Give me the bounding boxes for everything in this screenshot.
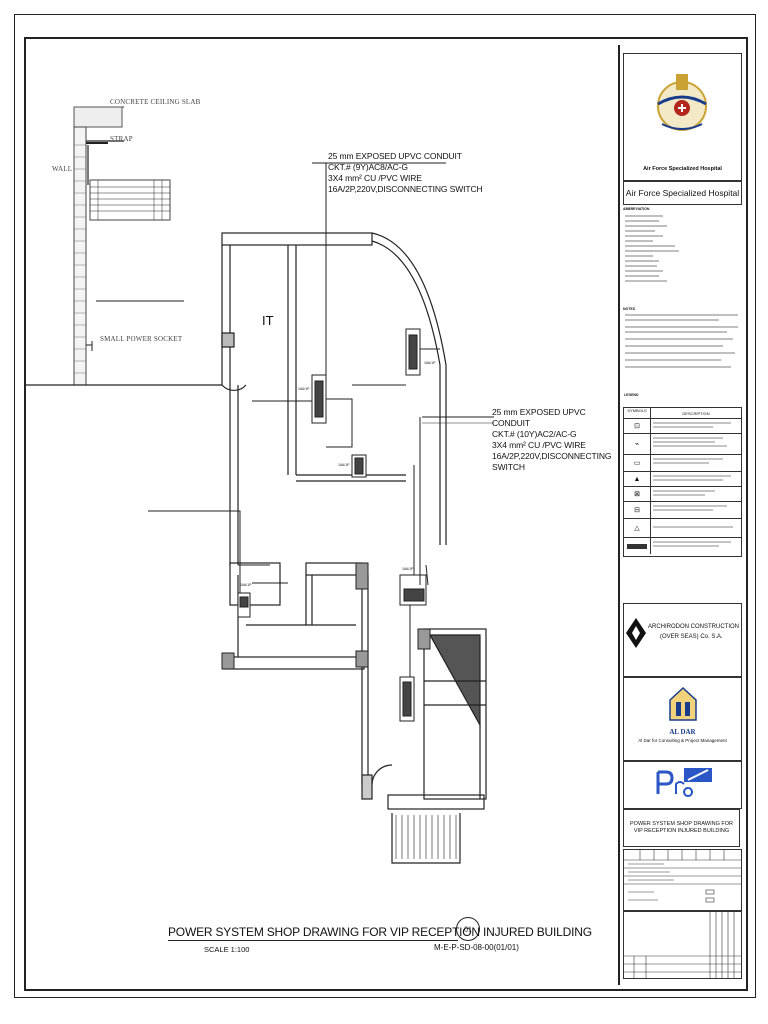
- pm-logo-box: [623, 761, 742, 809]
- detail-schedule-table: [89, 179, 171, 221]
- detail-label-ceiling: CONCRETE CEILING SLAB: [110, 98, 201, 106]
- legend-row: [624, 537, 741, 554]
- client-logo-box: Air Force Specialized Hospital: [623, 53, 742, 181]
- socket-tag: 16A/1P: [298, 387, 310, 391]
- legend-title: LEGEND: [624, 393, 639, 397]
- consultant-subtitle: Al Dar for Consulting & Project Manageme…: [638, 738, 727, 743]
- contractor-name-line-2: (OVER SEAS) Co. S.A.: [660, 634, 723, 640]
- drawing-title: POWER SYSTEM SHOP DRAWING FOR VIP RECEPT…: [168, 925, 592, 939]
- legend-row: △: [624, 518, 741, 537]
- al-dar-logo: [669, 686, 697, 721]
- circuit-note-2-line-1: 25 mm EXPOSED UPVC CONDUIT: [492, 407, 586, 428]
- outlet-symbol-icon: ▲: [624, 472, 651, 486]
- consultant-name: AL DAR: [669, 728, 696, 736]
- abbreviations-title: ABBREVIATION: [623, 207, 650, 211]
- switch-symbol-icon: ⌁: [624, 434, 651, 454]
- floor-box-symbol-icon: △: [624, 519, 651, 537]
- drawing-register-table: [623, 911, 742, 979]
- pm-logo: [656, 768, 712, 797]
- socket-tag: 16A/1P: [240, 583, 252, 587]
- legend-row: ⊠: [624, 486, 741, 501]
- circuit-note-2-line-3: 3X4 mm² CU /PVC WIRE: [492, 440, 586, 450]
- client-name: Air Force Specialized Hospital: [623, 181, 742, 205]
- floor-plan-drawing: IT: [26, 106, 494, 864]
- box-symbol-icon: ⊠: [624, 487, 651, 501]
- socket-symbol-icon: ⊡: [624, 419, 651, 433]
- drawing-number: 01: [456, 917, 480, 941]
- contractor-box: ARCHIRODON CONSTRUCTION (OVER SEAS) Co. …: [623, 603, 742, 677]
- room-label-it: IT: [262, 313, 274, 328]
- circuit-note-1-line-1: 25 mm EXPOSED UPVC CONDUIT: [328, 151, 462, 161]
- socket-tag: 16A/1P: [338, 463, 350, 467]
- notes-title: NOTES: [623, 306, 636, 311]
- legend-table: SYMBOLS DESCRIPTION ⊡ ⌁ ▭ ▲ ⊠ ⊟ △: [623, 407, 742, 557]
- circuit-note-1: 25 mm EXPOSED UPVC CONDUIT CKT.# (9Y)AC8…: [328, 151, 483, 195]
- wall-section: [73, 126, 87, 386]
- hospital-seal-logo: [657, 74, 707, 131]
- legend-header-symbols: SYMBOLS: [624, 408, 651, 418]
- circuit-note-2-line-2: CKT.# (10Y)AC2/AC-G: [492, 429, 577, 439]
- title-underline: [168, 940, 458, 941]
- contractor-name-line-1: ARCHIRODON CONSTRUCTION: [648, 624, 739, 630]
- project-title: POWER SYSTEM SHOP DRAWING FOR VIP RECEPT…: [623, 809, 740, 847]
- floor-plan-area: IT CONCRETE CEILING SLAB STRAP WALL SMAL…: [26, 45, 618, 985]
- legend-row: ⌁: [624, 433, 741, 454]
- consultant-box: AL DAR Al Dar for Consulting & Project M…: [623, 677, 742, 761]
- detail-label-wall: WALL: [52, 165, 73, 173]
- isolator-symbol-icon: ⊟: [624, 502, 651, 518]
- socket-tag: 16A/1P: [402, 567, 414, 571]
- drawing-scale: SCALE 1:100: [204, 945, 250, 954]
- abbreviations-text-lines: [625, 214, 679, 282]
- ceiling-slab: [73, 106, 123, 128]
- circuit-note-2: 25 mm EXPOSED UPVC CONDUIT CKT.# (10Y)AC…: [492, 407, 618, 473]
- contractor-logo: [626, 618, 646, 648]
- drawing-code: M-E-P-SD-08-00(01/01): [434, 943, 519, 952]
- legend-header-description: DESCRIPTION: [682, 410, 710, 416]
- circuit-note-1-line-4: 16A/2P,220V,DISCONNECTING SWITCH: [328, 184, 483, 194]
- circuit-note-1-line-3: 3X4 mm² CU /PVC WIRE: [328, 173, 422, 183]
- legend-row: ▲: [624, 471, 741, 486]
- circuit-note-2-line-4: 16A/2P,220V,DISCONNECTING SWITCH: [492, 451, 612, 472]
- abbreviations-notes: ABBREVIATION NOTES: [623, 207, 740, 397]
- socket-tag: 16A/1P: [424, 361, 436, 365]
- revision-table: [623, 849, 742, 911]
- sheet-border-inner: [24, 37, 748, 991]
- revision-grid-lines: [624, 850, 741, 903]
- legend-row: ▭: [624, 454, 741, 471]
- drawing-register-grid-lines: [624, 912, 741, 978]
- notes-text-lines: [625, 314, 738, 368]
- legend-row: ⊟: [624, 501, 741, 518]
- panel-symbol-icon: ▭: [624, 455, 651, 471]
- detail-label-socket: SMALL POWER SOCKET: [100, 335, 183, 343]
- detail-label-strap: STRAP: [110, 135, 133, 143]
- sheet-border-outer: [14, 14, 756, 998]
- title-block: Air Force Specialized Hospital Air Force…: [618, 45, 744, 985]
- conduit-symbol-icon: [624, 538, 651, 554]
- legend-row: ⊡: [624, 418, 741, 433]
- circuit-note-1-line-2: CKT.# (9Y)AC8/AC-G: [328, 162, 408, 172]
- client-name-small: Air Force Specialized Hospital: [643, 166, 722, 172]
